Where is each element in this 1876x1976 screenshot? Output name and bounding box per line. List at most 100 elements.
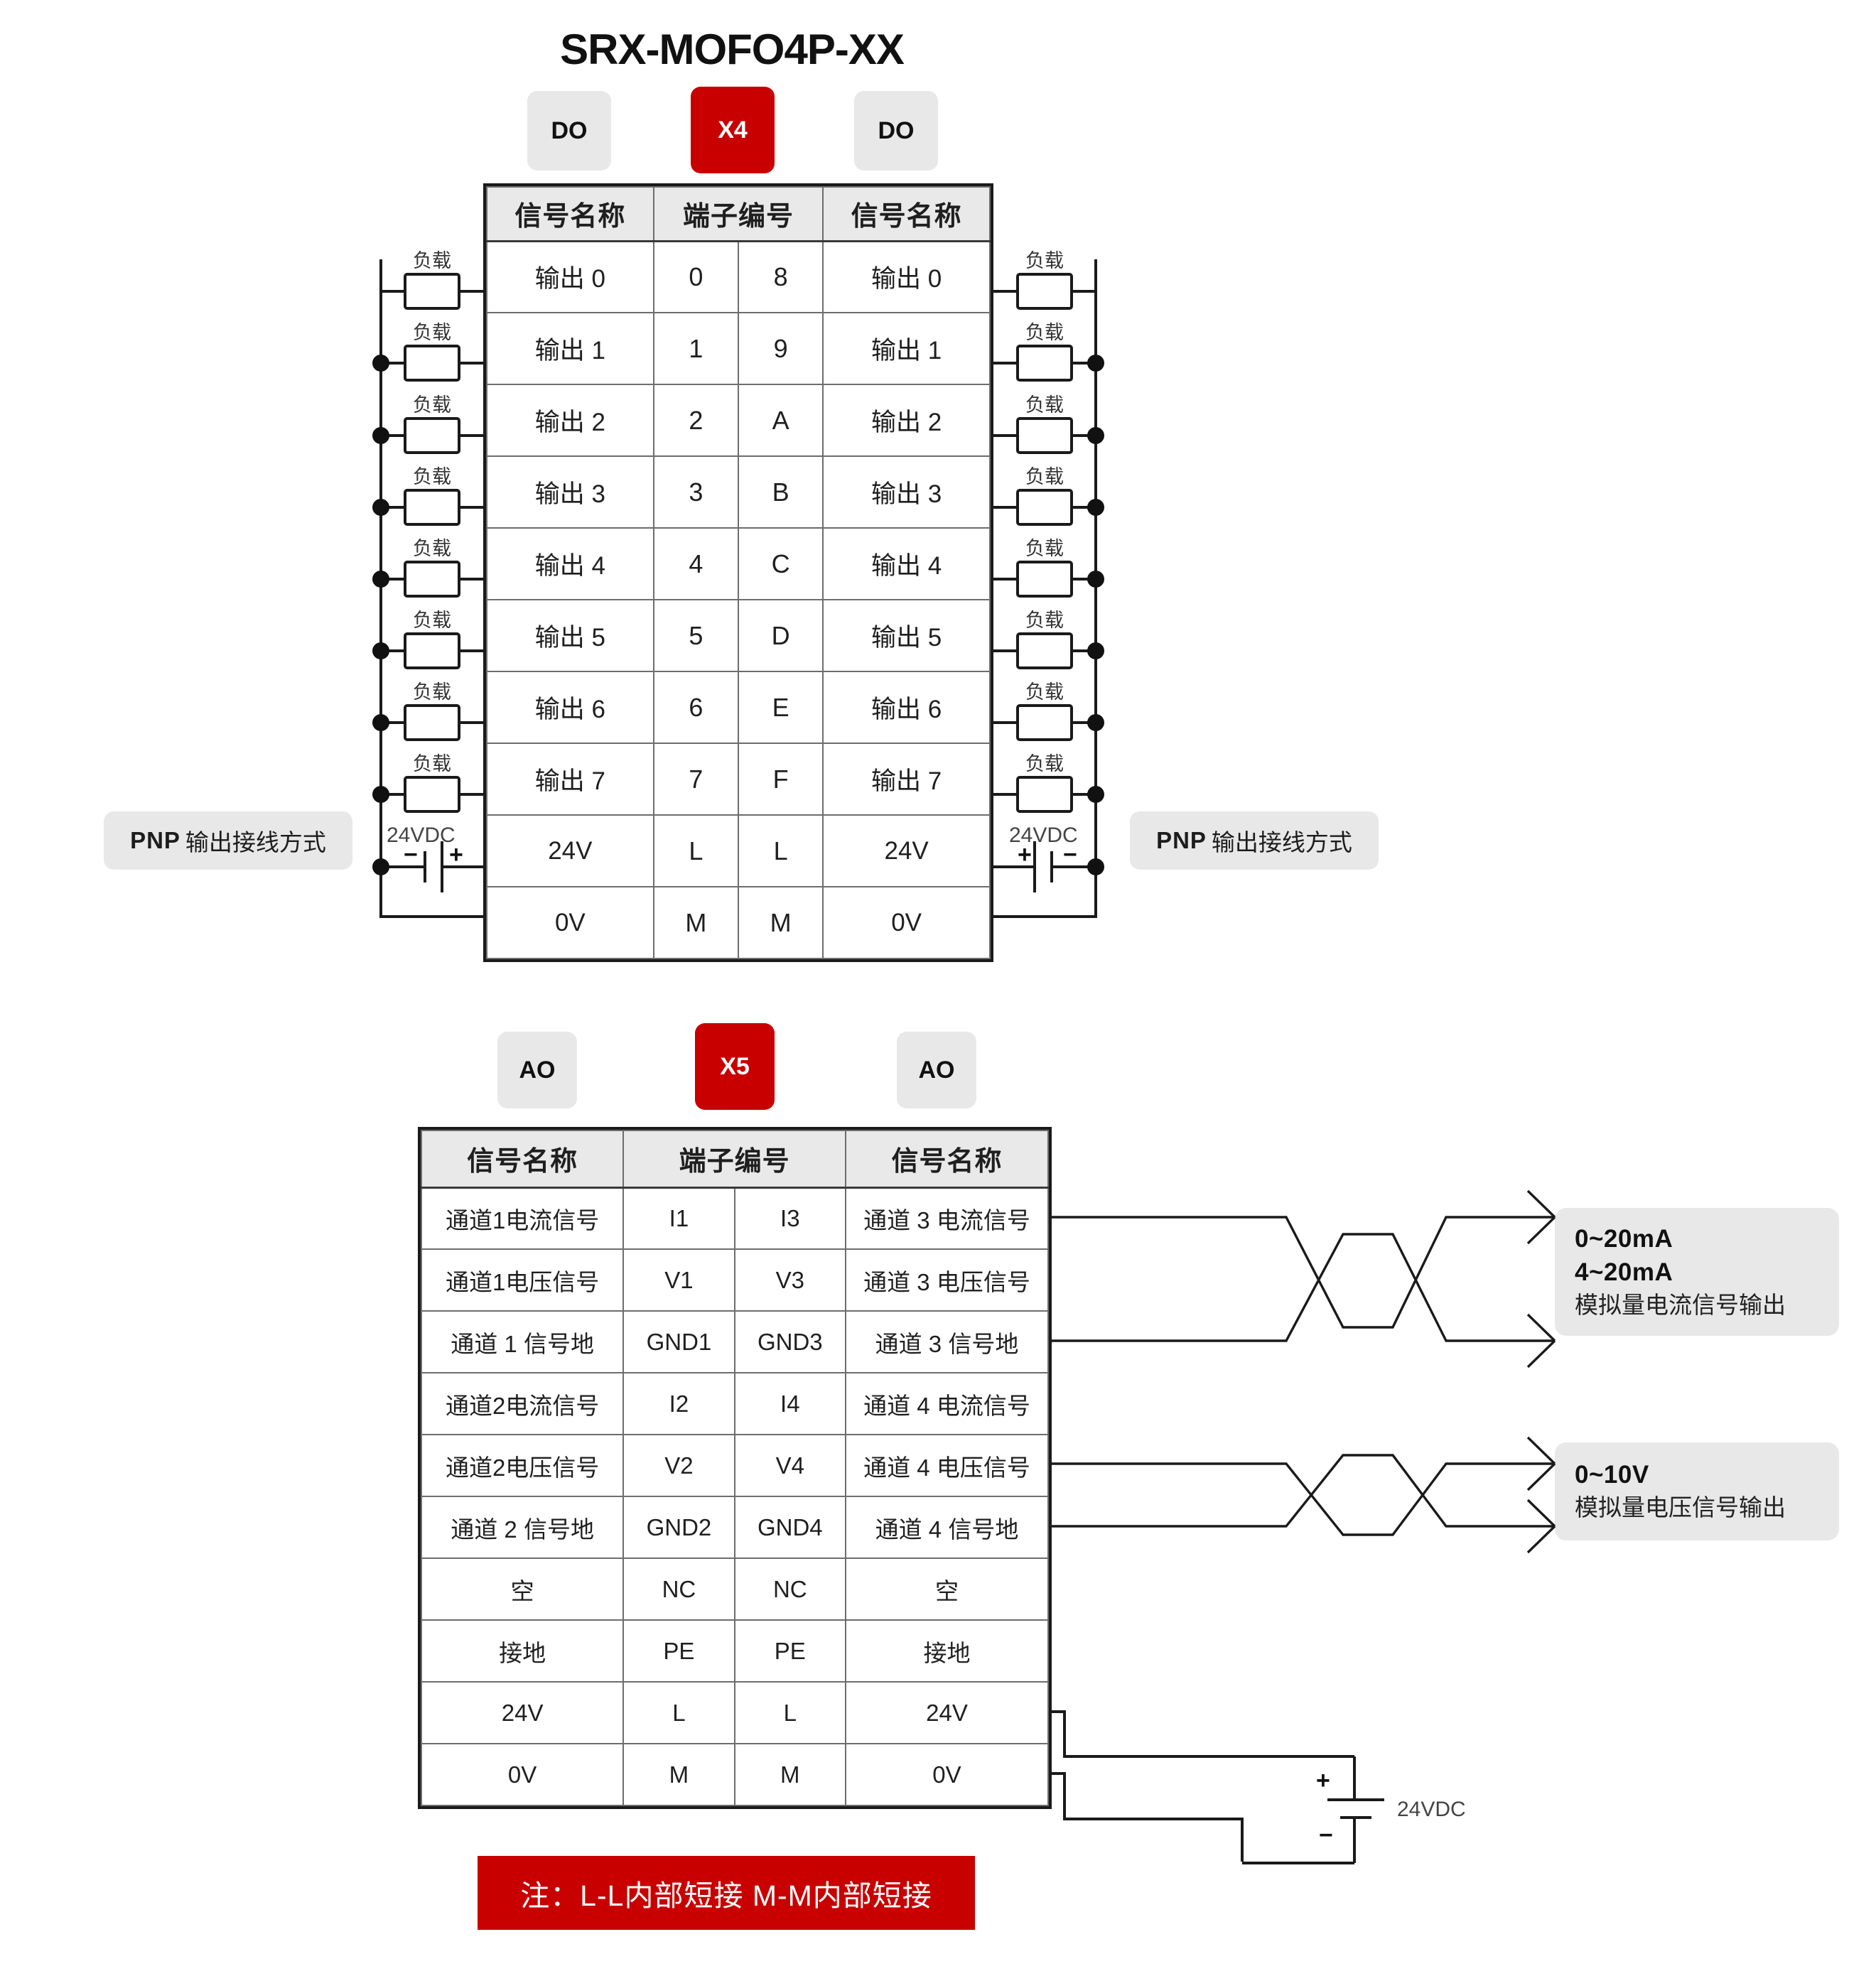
cell-left-term: L: [622, 1681, 735, 1744]
cell-left-term: V2: [622, 1434, 735, 1497]
ao-current-twisted-pair: [1052, 1189, 1556, 1368]
cell-right-name: 通道 4 信号地: [844, 1496, 1050, 1559]
cell-left-name: 通道2电流信号: [420, 1372, 625, 1435]
cell-right-term: GND3: [733, 1310, 846, 1373]
page-title: SRX-MOFO4P-XX: [560, 26, 905, 73]
cell-left-term: 7: [652, 743, 739, 816]
current-output-note: 0~20mA 4~20mA 模拟量电流信号输出: [1555, 1208, 1839, 1336]
voltage-output-note: 0~10V 模拟量电压信号输出: [1555, 1442, 1839, 1540]
cell-left-term: GND2: [622, 1496, 735, 1559]
cell-right-term: L: [737, 814, 824, 887]
polarity-plus-left: +: [449, 841, 463, 868]
cell-left-name: 通道2电压信号: [420, 1434, 625, 1497]
cell-left-term: GND1: [622, 1310, 735, 1373]
cell-right-name: 通道 4 电压信号: [844, 1434, 1050, 1497]
cell-right-term: 9: [737, 312, 824, 385]
cell-right-name: 输出 1: [822, 312, 991, 385]
cell-right-name: 输出 6: [822, 671, 991, 744]
badge-ao-right: AO: [897, 1032, 976, 1108]
pnp-label-bold-left: PNP: [130, 827, 180, 853]
cell-right-term: L: [733, 1681, 846, 1744]
cell-right-name: 0V: [822, 886, 991, 959]
cell-right-term: I4: [733, 1372, 846, 1435]
header-terminal-number: 端子编号: [622, 1130, 846, 1189]
cell-right-name: 空: [844, 1557, 1050, 1621]
cell-left-term: I2: [622, 1372, 735, 1435]
cell-right-term: 8: [737, 240, 824, 313]
pnp-label-bold-right: PNP: [1156, 827, 1207, 853]
supply-label-ao: 24VDC: [1397, 1798, 1466, 1821]
cell-right-term: V4: [733, 1434, 846, 1497]
cell-left-term: NC: [622, 1557, 735, 1621]
cell-right-name: 输出 3: [822, 455, 991, 529]
cell-left-name: 24V: [486, 814, 654, 887]
current-range-0-20ma: 0~20mA: [1575, 1225, 1673, 1253]
load-label: 负载: [413, 394, 451, 416]
badge-x4: X4: [691, 87, 775, 173]
cell-left-name: 输出 4: [486, 527, 654, 600]
current-range-4-20ma: 4~20mA: [1575, 1258, 1673, 1286]
do-left-wiring: 负载 负载 负载 负载 负载 负载: [372, 250, 483, 918]
cell-right-name: 0V: [844, 1743, 1050, 1806]
ao-voltage-twisted-pair: [1052, 1436, 1556, 1554]
cell-right-name: 通道 3 信号地: [844, 1310, 1050, 1373]
cell-right-name: 24V: [844, 1681, 1050, 1744]
cell-right-name: 通道 3 电流信号: [844, 1187, 1050, 1250]
cell-left-term: 0: [652, 240, 739, 313]
cell-left-name: 0V: [486, 886, 654, 959]
cell-right-name: 输出 5: [822, 599, 991, 672]
load-label: 负载: [413, 538, 451, 559]
cell-right-name: 通道 4 电流信号: [844, 1372, 1050, 1435]
cell-right-name: 输出 2: [822, 384, 991, 457]
voltage-note-desc: 模拟量电压信号输出: [1575, 1494, 1786, 1521]
cell-left-name: 通道1电压信号: [420, 1248, 625, 1312]
cell-right-term: NC: [733, 1557, 846, 1621]
cell-left-term: L: [652, 814, 739, 887]
badge-do-right: DO: [854, 91, 938, 171]
cell-left-term: 5: [652, 599, 739, 672]
header-signal-name-left: 信号名称: [486, 186, 654, 242]
voltage-range-0-10v: 0~10V: [1575, 1461, 1649, 1489]
load-label: 负载: [413, 466, 451, 487]
supply-label-right: 24VDC: [1009, 824, 1078, 847]
cell-right-term: F: [737, 743, 824, 816]
cell-left-name: 0V: [420, 1743, 625, 1806]
cell-left-term: 3: [652, 455, 739, 529]
cell-right-term: M: [737, 886, 824, 959]
cell-left-term: 4: [652, 527, 739, 600]
cell-left-name: 输出 0: [486, 240, 654, 313]
cell-left-name: 24V: [420, 1681, 625, 1744]
cell-right-name: 输出 0: [822, 240, 991, 313]
do-right-wiring: 负载 负载 负载 负载 负载 负载 负载: [993, 250, 1104, 918]
cell-left-name: 通道1电流信号: [420, 1187, 625, 1250]
header-signal-name-right: 信号名称: [822, 186, 991, 242]
pnp-label-text-left: 输出接线方式: [185, 829, 326, 855]
load-label: 负载: [413, 681, 451, 703]
cell-left-term: 6: [652, 671, 739, 744]
cell-left-name: 接地: [420, 1619, 625, 1683]
cell-right-term: C: [737, 527, 824, 600]
load-label: 负载: [413, 322, 451, 343]
cell-left-name: 通道 2 信号地: [420, 1496, 625, 1559]
cell-left-name: 输出 6: [486, 671, 654, 744]
load-label: 负载: [1025, 250, 1064, 271]
load-label: 负载: [1025, 394, 1064, 416]
cell-right-name: 输出 7: [822, 743, 991, 816]
polarity-minus-left: −: [404, 841, 418, 868]
cell-left-name: 输出 7: [486, 743, 654, 816]
load-label: 负载: [413, 753, 451, 774]
